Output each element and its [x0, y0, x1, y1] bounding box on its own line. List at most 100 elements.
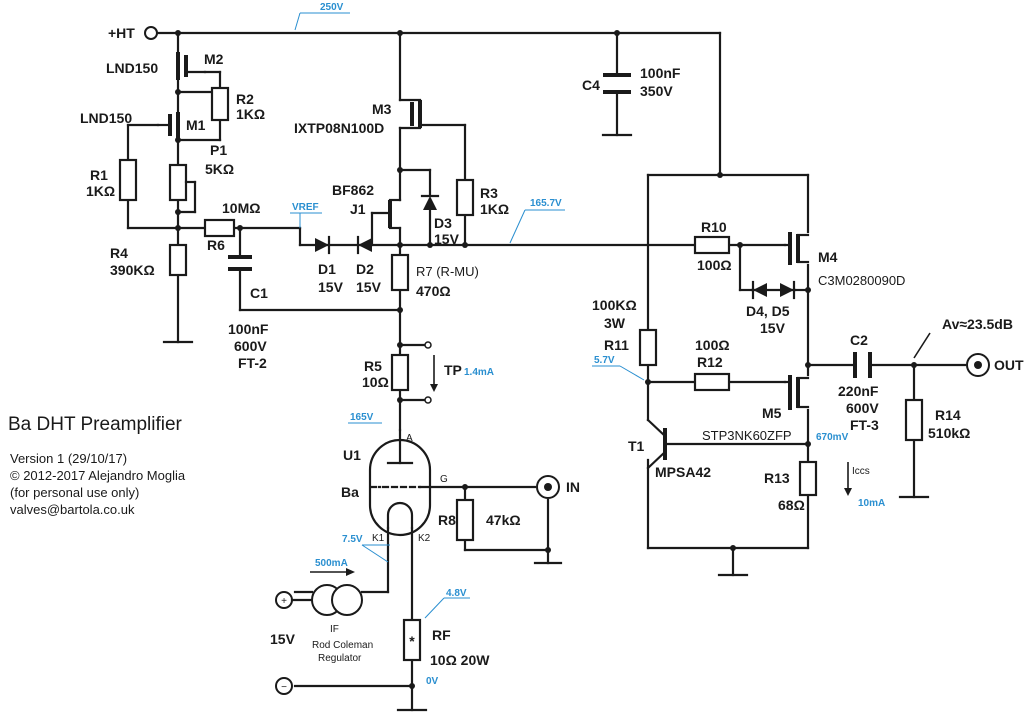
- r11-label: R11: [604, 337, 629, 353]
- usage-line: (for personal use only): [10, 485, 139, 500]
- regulator-line2: Regulator: [318, 653, 362, 664]
- r10-resistor: [693, 235, 731, 255]
- d2-zener-diode: [356, 235, 372, 255]
- ccs-current: 10mA: [858, 498, 885, 509]
- ht-terminal: [144, 26, 158, 40]
- m1-label: M1: [186, 117, 206, 133]
- in-label: IN: [566, 479, 580, 495]
- c2-type: FT-3: [850, 417, 879, 433]
- email-line: valves@bartola.co.uk: [10, 502, 135, 517]
- c2-label: C2: [850, 332, 868, 348]
- pin-k2: K2: [418, 533, 431, 544]
- r13-label: R13: [764, 470, 790, 486]
- m4-part: C3M0280090D: [818, 273, 905, 288]
- r14-label: R14: [935, 407, 961, 423]
- filament-current-source: [310, 568, 363, 616]
- r6-label: R6: [207, 237, 225, 253]
- m1-mosfet: [156, 112, 180, 138]
- r14-resistor: [904, 398, 924, 442]
- r10-value: 100Ω: [697, 257, 732, 273]
- t1-label: T1: [628, 438, 645, 454]
- m4-mosfet: [783, 232, 810, 265]
- p1-label: P1: [210, 142, 227, 158]
- tp-current: 1.4mA: [464, 367, 494, 378]
- tp-label: TP: [444, 362, 462, 378]
- r4-value: 390KΩ: [110, 262, 155, 278]
- r5-value: 10Ω: [362, 374, 389, 390]
- plus-sign: +: [281, 596, 287, 607]
- r3-resistor: [455, 178, 475, 217]
- r8-label: R8: [438, 512, 456, 528]
- d1-zener-diode: [315, 235, 331, 255]
- source-voltage: 670mV: [816, 432, 849, 443]
- r7-resistor: [390, 253, 410, 292]
- gain-arrow: [913, 332, 931, 359]
- r10-label: R10: [701, 219, 727, 235]
- r2-label: R2: [236, 91, 254, 107]
- d1-label: D1: [318, 261, 336, 277]
- d4-d5-zener-pair: [750, 280, 797, 300]
- c1-label: C1: [250, 285, 268, 301]
- r3-value: 1KΩ: [480, 201, 509, 217]
- r6-resistor: [203, 218, 236, 238]
- p1-potentiometer[interactable]: [168, 163, 197, 215]
- rf-label: RF: [432, 627, 451, 643]
- j1-part: BF862: [332, 182, 374, 198]
- r7-label: R7 (R-MU): [416, 264, 479, 279]
- j1-jfet: [370, 198, 402, 230]
- ccs-current-arrow: [844, 462, 852, 496]
- d3-zener-diode: [420, 194, 440, 210]
- minus-terminal: −: [275, 677, 293, 695]
- iccs-label: Iccs: [852, 466, 870, 477]
- m3-part: IXTP08N100D: [294, 120, 384, 136]
- r1-value: 1KΩ: [86, 183, 115, 199]
- minus-sign: −: [281, 682, 287, 693]
- plus-terminal: +: [275, 591, 293, 609]
- c2-value: 220nF: [838, 383, 879, 399]
- out-terminal[interactable]: [966, 353, 990, 377]
- t1-transistor: [646, 418, 667, 470]
- t1-part: MPSA42: [655, 464, 711, 480]
- r8-resistor: [455, 498, 475, 542]
- j1-label: J1: [350, 201, 366, 217]
- m2-part: LND150: [106, 60, 158, 76]
- c2-capacitor: [853, 352, 872, 378]
- m2-label: M2: [204, 51, 224, 67]
- r2-value: 1KΩ: [236, 106, 265, 122]
- r8-value: 47kΩ: [486, 512, 521, 528]
- cathode-voltage: 7.5V: [342, 534, 363, 545]
- in-terminal[interactable]: [536, 475, 560, 499]
- r6-value: 10MΩ: [222, 200, 260, 216]
- anode-voltage: 165V: [350, 412, 374, 423]
- tail-voltage: 5.7V: [594, 355, 615, 366]
- u1-part: Ba: [341, 484, 359, 500]
- m1-part: LND150: [80, 110, 132, 126]
- d2-label: D2: [356, 261, 374, 277]
- r12-resistor: [693, 372, 731, 392]
- r14-value: 510kΩ: [928, 425, 970, 441]
- r5-resistor: [390, 353, 410, 392]
- test-points[interactable]: [424, 341, 438, 404]
- r13-resistor: [798, 460, 818, 497]
- m5-label: M5: [762, 405, 782, 421]
- d3-value: 15V: [434, 231, 460, 247]
- r1-resistor: [118, 158, 138, 202]
- rf-resistor: *: [402, 618, 422, 662]
- r12-label: R12: [697, 354, 723, 370]
- rf-value: 10Ω 20W: [430, 652, 490, 668]
- c1-rating: 600V: [234, 338, 267, 354]
- r2-resistor: [210, 86, 230, 122]
- c4-capacitor: [603, 73, 631, 94]
- c4-label: C4: [582, 77, 600, 93]
- rf-voltage: 4.8V: [446, 588, 467, 599]
- d45-value: 15V: [760, 320, 786, 336]
- c4-rating: 350V: [640, 83, 673, 99]
- c1-capacitor: [228, 255, 252, 271]
- gate-voltage: 165.7V: [530, 198, 562, 209]
- m5-part: STP3NK60ZFP: [702, 428, 792, 443]
- m5-mosfet: [783, 375, 810, 410]
- vref-label: VREF: [292, 202, 319, 213]
- m4-label: M4: [818, 249, 838, 265]
- p1-value: 5KΩ: [205, 161, 234, 177]
